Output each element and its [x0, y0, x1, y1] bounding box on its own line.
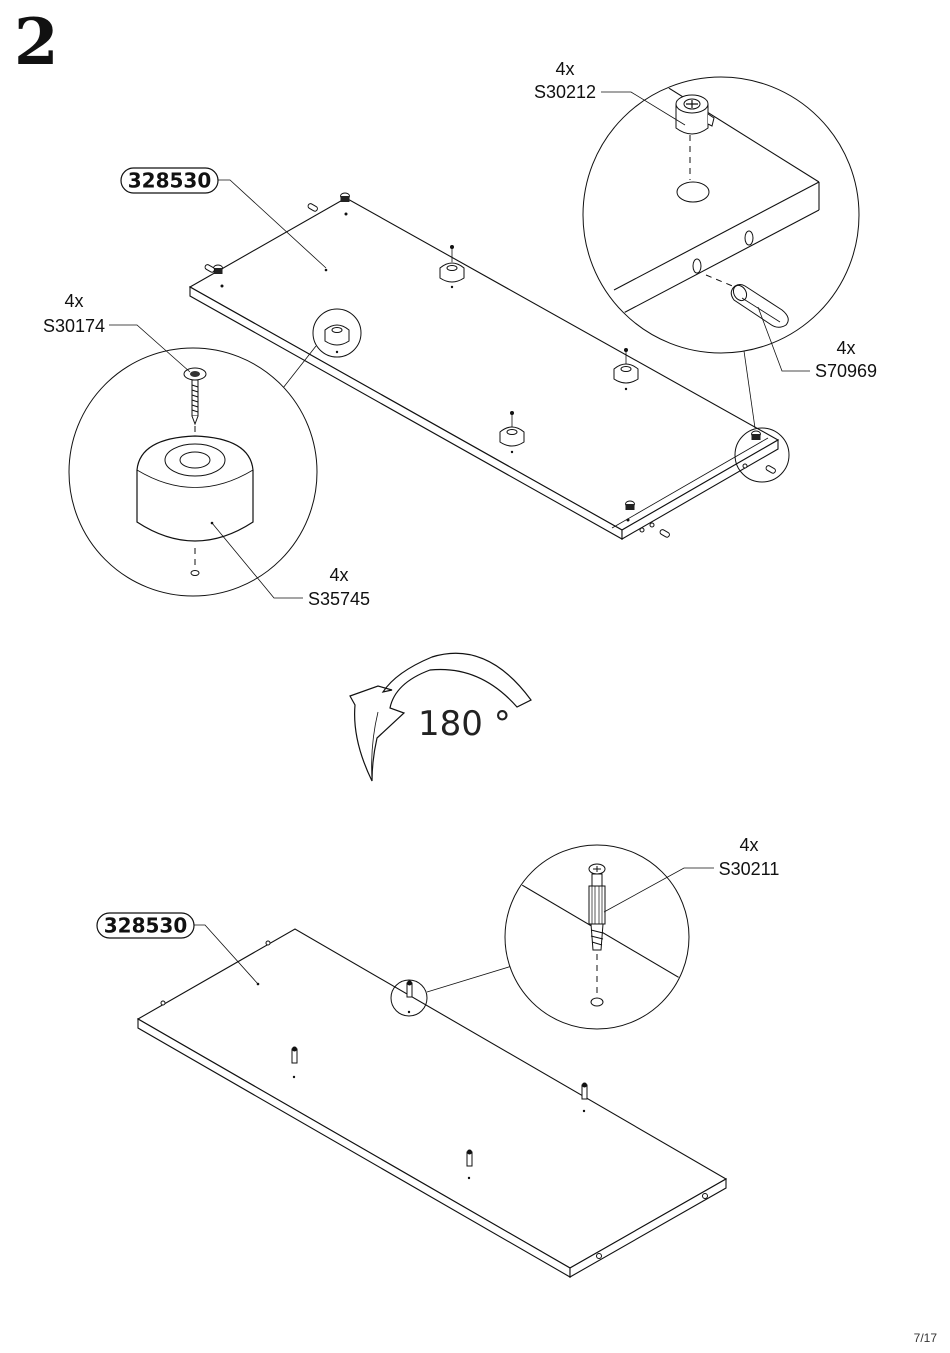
cam-lock-icon — [340, 192, 350, 202]
cam-bolt-code: S30211 — [719, 859, 780, 879]
cam-lock-icon — [751, 430, 761, 440]
cam-bolt-detail-small-circle — [390, 965, 513, 1017]
cam-bolt-detail-circle — [504, 844, 690, 1030]
foot-detail-circle — [68, 347, 318, 597]
bottom-panel — [136, 928, 728, 1278]
furniture-foot-icon — [439, 245, 465, 289]
rotation-label: 180 ° — [418, 704, 511, 744]
furniture-foot-icon — [613, 348, 639, 391]
screw-code: S30174 — [43, 316, 105, 336]
foot-qty: 4x — [329, 565, 348, 585]
feet-on-panel — [439, 245, 639, 454]
cam-bolt-icon — [406, 980, 413, 1014]
callout-foot: 4x S35745 — [211, 522, 370, 609]
wooden-dowel-icon — [659, 529, 670, 538]
bottom-panel-id-pill: 328530 — [96, 912, 259, 985]
top-panel-id-pill: 328530 — [120, 167, 327, 269]
wooden-dowel-icon — [307, 203, 318, 212]
top-panel — [188, 197, 780, 540]
bottom-panel-bolts — [291, 980, 588, 1180]
cam-bolt-qty: 4x — [739, 835, 758, 855]
callout-dowel: 4x S70969 — [757, 306, 877, 381]
cam-bolt-icon — [588, 863, 606, 951]
circular-arrow-icon: 180 ° — [349, 652, 532, 782]
cam-lock-icon — [625, 500, 635, 510]
screw-qty: 4x — [64, 291, 83, 311]
wooden-dowel-icon — [730, 284, 789, 328]
wooden-dowel-icon — [204, 264, 215, 273]
cam-bolt-icon — [291, 1046, 298, 1079]
dowel-code: S70969 — [815, 361, 877, 381]
cam-lock-qty: 4x — [555, 59, 574, 79]
cam-lock-icon — [675, 94, 715, 135]
cam-lock-code: S30212 — [534, 82, 596, 102]
step-number: 2 — [14, 5, 59, 80]
page-number: 7/17 — [914, 1331, 938, 1345]
callout-cam-bolt: 4x S30211 — [603, 835, 780, 913]
cam-dowel-detail-small-circle — [734, 350, 790, 483]
callout-screw: 4x S30174 — [43, 291, 191, 373]
top-panel-edge-fittings — [204, 192, 776, 538]
cam-bolt-icon — [466, 1149, 473, 1180]
foot-detail-small-circle — [282, 308, 362, 389]
furniture-foot-icon — [136, 435, 254, 542]
furniture-foot-icon — [499, 411, 525, 454]
top-panel-id: 328530 — [128, 169, 212, 193]
cam-bolt-icon — [581, 1082, 588, 1113]
dowel-qty: 4x — [836, 338, 855, 358]
cam-dowel-detail-circle — [582, 76, 860, 354]
callout-cam-lock: 4x S30212 — [534, 59, 686, 126]
bottom-panel-id: 328530 — [104, 914, 188, 938]
screw-icon — [183, 367, 207, 426]
wooden-dowel-icon — [765, 465, 776, 474]
foot-code: S35745 — [308, 589, 370, 609]
